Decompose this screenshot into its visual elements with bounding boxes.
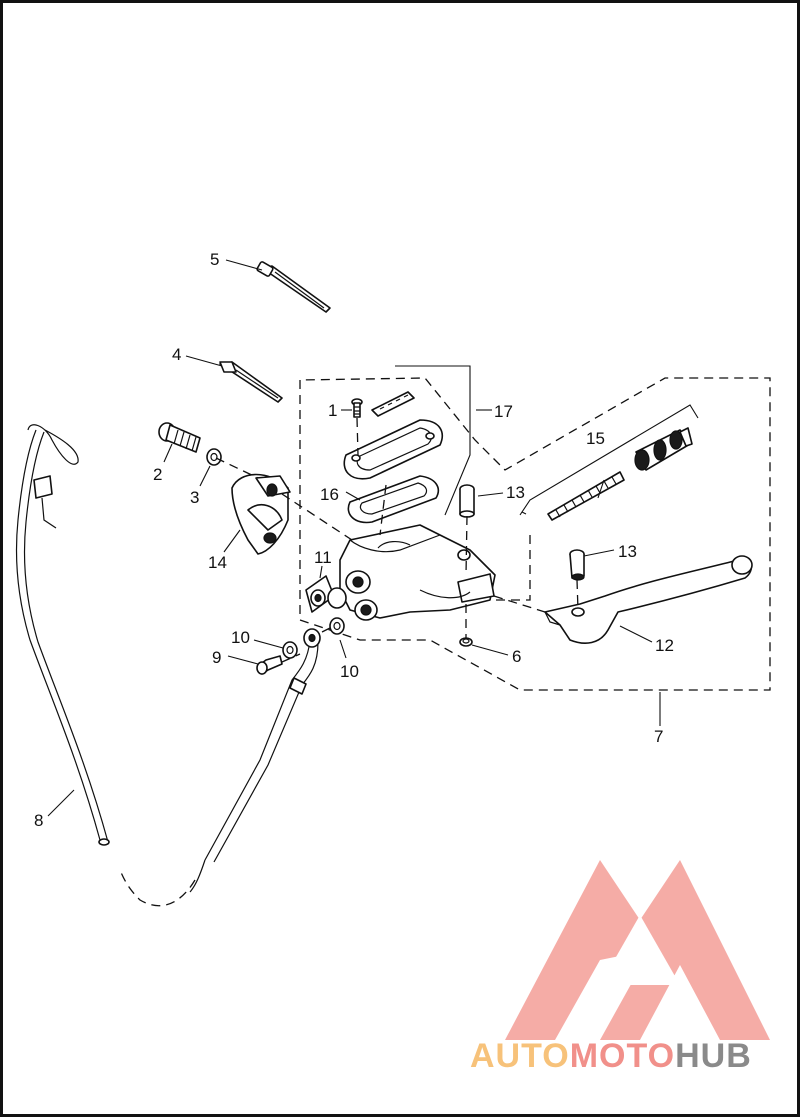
reservoir-cover-bracket bbox=[395, 365, 471, 516]
callout-15: 15 bbox=[586, 429, 605, 448]
part-3-washer bbox=[206, 448, 222, 466]
part-2-screw bbox=[158, 422, 201, 453]
lever-subassembly-dashed-outline bbox=[490, 535, 531, 601]
watermark-text-hub: HUB bbox=[675, 1037, 752, 1075]
callout-labels: 5 4 1 17 15 2 3 16 13 13 14 11 12 10 10 … bbox=[34, 250, 674, 830]
part-15-piston bbox=[634, 427, 693, 471]
callout-10-left: 10 bbox=[231, 628, 250, 647]
part-12-brake-lever bbox=[544, 555, 753, 644]
callout-8: 8 bbox=[34, 811, 43, 830]
svg-text:AUTOMOTOHUB: AUTOMOTOHUB bbox=[470, 1037, 752, 1075]
part-5-cable-strap bbox=[256, 261, 331, 313]
part-13-pivot-pin-lower bbox=[569, 549, 585, 581]
callout-1: 1 bbox=[328, 401, 337, 420]
watermark-inner-triangle bbox=[600, 915, 680, 985]
part-1-cover-screw bbox=[351, 398, 363, 418]
reservoir-diaphragm-strip bbox=[371, 391, 415, 417]
callout-4: 4 bbox=[172, 345, 181, 364]
assembly-axis-lines bbox=[215, 417, 579, 663]
assembly-7-dashed-outline bbox=[299, 377, 771, 691]
part-4-cable-strap bbox=[219, 361, 283, 403]
callout-17: 17 bbox=[494, 402, 513, 421]
watermark-text-moto: MOTO bbox=[570, 1037, 675, 1075]
callout-14: 14 bbox=[208, 553, 227, 572]
callout-13-lower: 13 bbox=[618, 542, 637, 561]
part-10-washer-right bbox=[329, 617, 345, 635]
part-10-washer-left bbox=[282, 641, 298, 659]
callout-3: 3 bbox=[190, 488, 199, 507]
watermark-logo: AUTOMOTOHUB bbox=[470, 860, 770, 1075]
callout-12: 12 bbox=[655, 636, 674, 655]
callout-2: 2 bbox=[153, 465, 162, 484]
part-8-brake-line bbox=[15, 424, 321, 907]
callout-6: 6 bbox=[512, 647, 521, 666]
part-16-cover-gasket bbox=[347, 475, 440, 524]
master-cylinder-body bbox=[339, 524, 496, 621]
part-13-pivot-pin-upper bbox=[459, 484, 475, 518]
callout-16: 16 bbox=[320, 485, 339, 504]
callout-5: 5 bbox=[210, 250, 219, 269]
piston-kit-bracket bbox=[519, 404, 699, 516]
watermark-text-auto: AUTO bbox=[470, 1037, 570, 1075]
callout-9: 9 bbox=[212, 648, 221, 667]
callout-leaders bbox=[47, 259, 661, 817]
callout-10-right: 10 bbox=[340, 662, 359, 681]
callout-7: 7 bbox=[654, 727, 663, 746]
part-14-clamp bbox=[231, 473, 291, 555]
callout-11: 11 bbox=[314, 548, 332, 567]
reservoir-cover bbox=[343, 419, 444, 480]
callout-13-upper: 13 bbox=[506, 483, 525, 502]
part-9-banjo-bolt bbox=[256, 655, 283, 675]
part-15-piston-spring bbox=[547, 471, 625, 521]
part-11-sight-glass bbox=[305, 575, 347, 613]
part-6-retaining-clip bbox=[459, 637, 473, 647]
